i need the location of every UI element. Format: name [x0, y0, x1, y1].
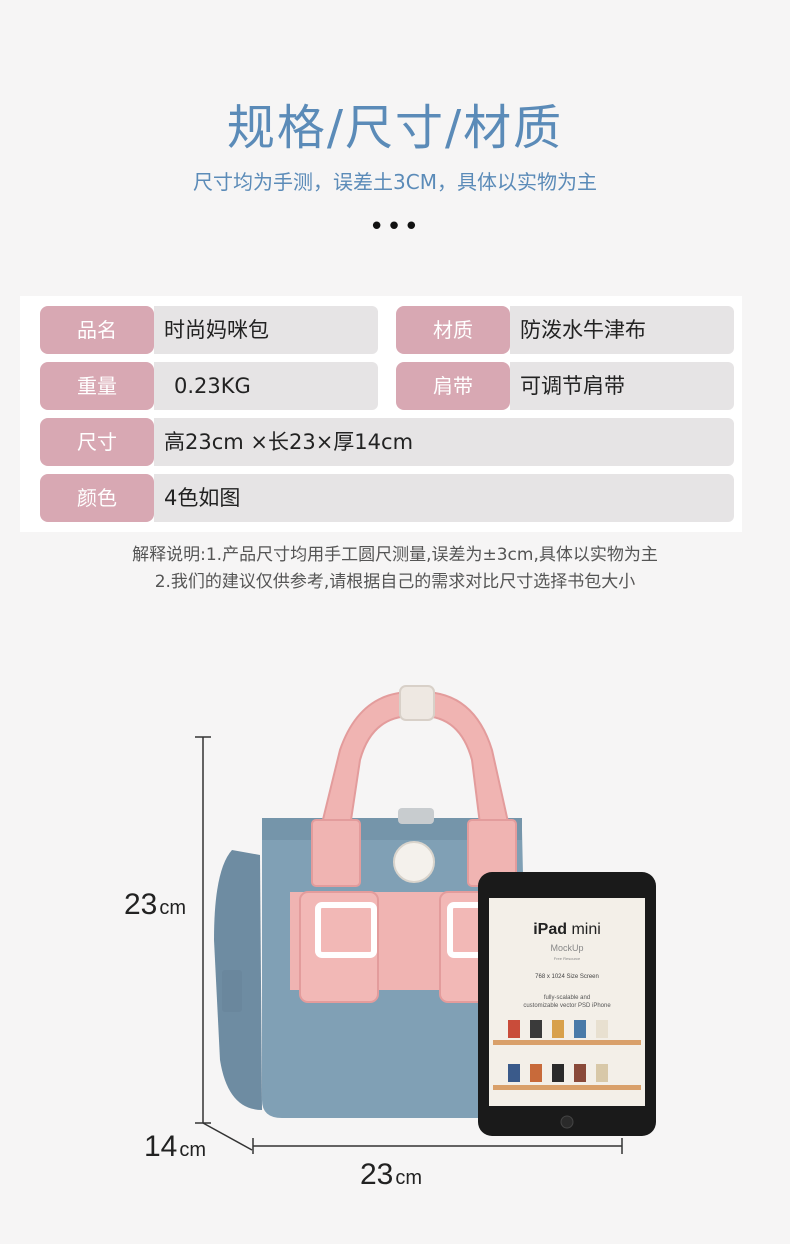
spec-row-strap: 肩带 可调节肩带 — [396, 362, 734, 410]
ellipsis-dots: ••• — [368, 212, 421, 242]
spec-row-size: 尺寸 高23cm ×长23×厚14cm — [40, 418, 734, 466]
page-subtitle: 尺寸均为手测，误差土3CM，具体以实物为主 — [193, 170, 597, 194]
spec-value-material: 防泼水牛津布 — [510, 306, 734, 354]
ipad-mini-mockup: iPad mini MockUp Free Resource 768 x 102… — [478, 872, 656, 1136]
ipad-title-light: mini — [567, 921, 601, 938]
page-title: 规格/尺寸/材质 — [226, 100, 564, 156]
spec-value-size: 高23cm ×长23×厚14cm — [154, 418, 734, 466]
spec-label-strap: 肩带 — [396, 362, 510, 410]
ipad-size-text: 768 x 1024 Size Screen — [535, 974, 599, 980]
depth-value: 14 — [144, 1130, 178, 1163]
ipad-desc-1: fully-scalable and — [544, 995, 590, 1001]
spec-row-material: 材质 防泼水牛津布 — [396, 306, 734, 354]
bag-handles — [311, 685, 517, 887]
spec-row-weight: 重量 0.23KG — [40, 362, 378, 410]
spec-label-size: 尺寸 — [40, 418, 154, 466]
width-unit: cm — [395, 1167, 423, 1189]
ipad-desc-2: customizable vector PSD iPhone — [523, 1003, 611, 1009]
spec-table: 品名 时尚妈咪包 材质 防泼水牛津布 重量 0.23KG 肩带 可调节肩带 尺寸… — [20, 296, 742, 532]
spec-value-strap: 可调节肩带 — [510, 362, 734, 410]
depth-unit: cm — [179, 1139, 207, 1161]
dimension-lines — [195, 736, 623, 1154]
spec-label-name: 品名 — [40, 306, 154, 354]
bag-dimension-diagram: iPad mini MockUp Free Resource 768 x 102… — [0, 640, 790, 1240]
bag-illustration: iPad mini MockUp Free Resource 768 x 102… — [195, 685, 656, 1154]
ipad-title: iPad mini — [533, 921, 601, 938]
note-line-2: 2.我们的建议仅供参考,请根据自己的需求对比尺寸选择书包大小 — [154, 572, 636, 592]
width-value: 23 — [360, 1158, 394, 1191]
ipad-mockup-text: MockUp — [550, 943, 583, 953]
note-line-1: 解释说明:1.产品尺寸均用手工圆尺测量,误差为±3cm,具体以实物为主 — [132, 545, 658, 565]
explanation-notes: 解释说明:1.产品尺寸均用手工圆尺测量,误差为±3cm,具体以实物为主 2.我们… — [0, 542, 790, 596]
spec-value-color: 4色如图 — [154, 474, 734, 522]
spec-value-weight: 0.23KG — [154, 362, 378, 410]
height-unit: cm — [159, 897, 187, 919]
bag-side-strap — [222, 970, 242, 1012]
spec-row-name: 品名 时尚妈咪包 — [40, 306, 378, 354]
spec-label-color: 颜色 — [40, 474, 154, 522]
ipad-free-text: Free Resource — [554, 956, 581, 961]
spec-row-color: 颜色 4色如图 — [40, 474, 734, 522]
height-value: 23 — [124, 888, 158, 921]
ipad-title-bold: iPad — [533, 921, 567, 938]
spec-value-name: 时尚妈咪包 — [154, 306, 378, 354]
spec-label-weight: 重量 — [40, 362, 154, 410]
spec-label-material: 材质 — [396, 306, 510, 354]
bag-logo-badge — [393, 841, 435, 883]
